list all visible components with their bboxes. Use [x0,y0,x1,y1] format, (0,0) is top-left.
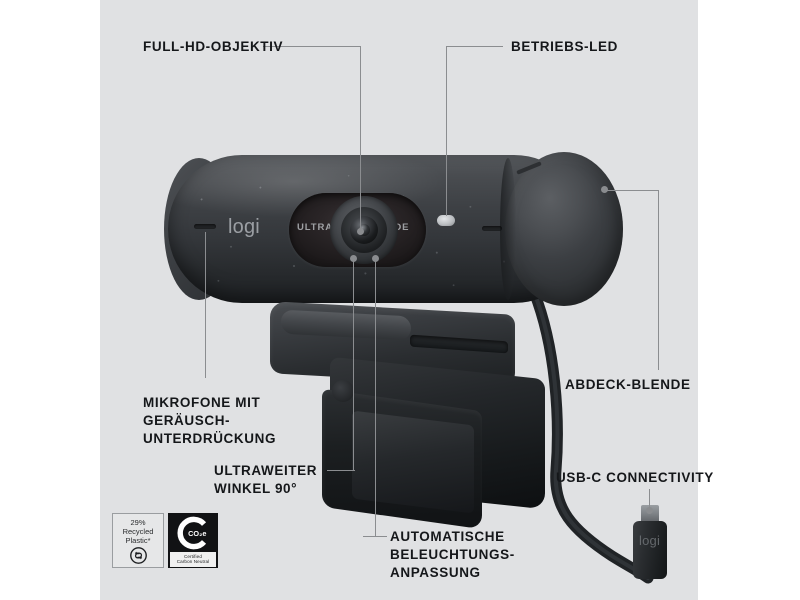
badge-carbon-caption-line1: Certified [183,553,202,559]
badge-recycled-word2: Plastic* [125,536,151,546]
callout-usb-c-connectivity: USB-C CONNECTIVITY [556,470,714,485]
leader-full-hd-vertical [360,46,362,232]
leader-shutter-horizontal [607,190,659,192]
badge-recycled-percent: 29% [130,518,146,527]
badge-recycled-plastic: 29% Recycled Plastic* [112,513,164,569]
leader-dot-full-hd [357,228,364,235]
product-image-panel [100,0,698,600]
svg-text:CO₂e: CO₂e [188,529,206,538]
leader-microphones-vertical [205,232,207,378]
callout-full-hd-lens: FULL-HD-OBJEKTIV [143,39,284,54]
badge-carbon-caption: Certified Carbon Neutral [170,552,216,568]
callout-privacy-shutter: ABDECK-BLENDE [565,377,691,392]
leader-dot-shutter [601,186,608,193]
callout-auto-light-correction: AUTOMATISCHE BELEUCHTUNGS- ANPASSUNG [390,529,515,581]
leader-led-vertical [446,46,448,216]
leader-dot-autolight [372,255,379,262]
leader-ultrawide-vertical [353,258,355,471]
leader-led-horizontal [446,46,503,48]
leader-ultrawide-horizontal [327,470,355,472]
badge-carbon-neutral: CO₂e Certified Carbon Neutral [168,513,218,569]
badge-carbon-caption-line2: Carbon Neutral [176,559,210,565]
callout-ultrawide-angle: ULTRAWEITER WINKEL 90° [214,463,318,497]
leader-autolight-vertical [375,258,377,537]
callout-noise-cancelling-mics: MIKROFONE MIT GERÄUSCH- UNTERDRÜCKUNG [143,395,277,447]
sustainability-badges: 29% Recycled Plastic* CO₂e Certified Car… [112,513,218,569]
callout-power-led: BETRIEBS-LED [511,39,618,54]
recycle-icon [129,547,147,565]
badge-recycled-word1: Recycled [122,527,154,537]
leader-full-hd-horizontal [263,46,361,48]
leader-dot-ultrawide [350,255,357,262]
leader-dot-usbc [646,507,653,514]
carbon-neutral-c-icon: CO₂e [177,516,206,550]
leader-shutter-vertical [658,190,660,370]
leader-usbc-vertical [649,489,651,511]
